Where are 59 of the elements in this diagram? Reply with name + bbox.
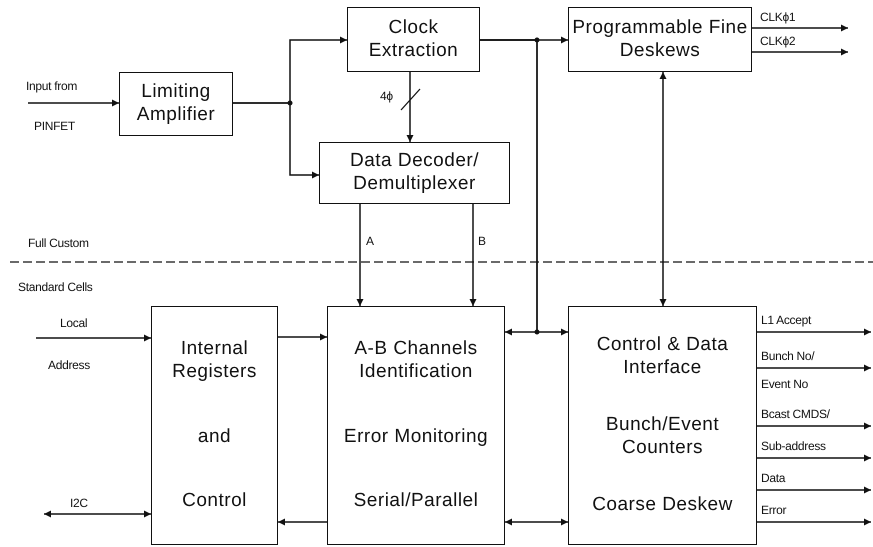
arrow [278,334,327,340]
edge-label: L1 Accept [761,313,812,327]
block-box [327,306,505,545]
edge-label: 4ϕ [380,89,393,103]
block-label: Control & Data Interface [596,334,730,380]
block-label: Bunch/Event Counters [604,414,720,460]
block-label: Data Decoder/ Demultiplexer [348,150,480,196]
block-label: Internal Registers [171,338,258,384]
block-label: Control [182,490,247,514]
block-label: A-B Channels Identification [353,338,479,384]
arrow [480,39,568,336]
block-box [568,7,752,72]
block-box [119,72,233,136]
signal-label: Full Custom [28,236,89,250]
arrow [757,422,871,430]
edge-label: Bunch No/ [761,349,814,363]
arrow [36,334,151,342]
block-label: Coarse Deskew [592,494,733,517]
block-label: Error Monitoring [344,426,488,448]
block-label: Serial/Parallel [354,490,478,514]
block-label: Programmable Fine Deskews [571,16,749,62]
arrow [278,518,327,526]
edge-label: B [478,234,486,248]
edge-label: Error [761,503,786,517]
signal-label: Event No [761,377,808,391]
arrow [233,102,319,178]
arrow [752,48,848,56]
signal-label: Address [48,358,90,372]
arrow [757,518,871,526]
edge-label: Bcast CMDS/ [761,407,830,421]
block-label: Limiting Amplifier [136,81,216,127]
edge-label: Data [761,471,786,485]
arrow [660,72,666,306]
edge-label: CLKϕ2 [760,34,796,48]
arrow [44,510,151,518]
arrow [757,454,871,462]
arrow [505,518,568,526]
edge-label: Local [60,316,88,330]
edge-label: I2C [70,496,88,510]
block-box [151,306,278,545]
arrow [28,100,119,106]
edge-label: Sub-address [761,439,826,453]
block-label: Clock Extraction [368,16,460,62]
signal-label: Standard Cells [18,280,93,294]
arrow [757,486,871,494]
edge-label: A [366,234,374,248]
arrow [752,24,848,32]
block-box [568,306,757,545]
signal-label: PINFET [34,119,75,133]
arrow [406,72,414,142]
block-label: and [198,426,232,448]
arrow [757,328,871,336]
edge-label: Input from [26,79,78,93]
block-box [319,142,510,204]
arrow [470,204,476,306]
block-box [347,7,480,72]
arrow [356,204,364,306]
arrow [757,364,871,372]
edge-label: CLKϕ1 [760,10,796,24]
